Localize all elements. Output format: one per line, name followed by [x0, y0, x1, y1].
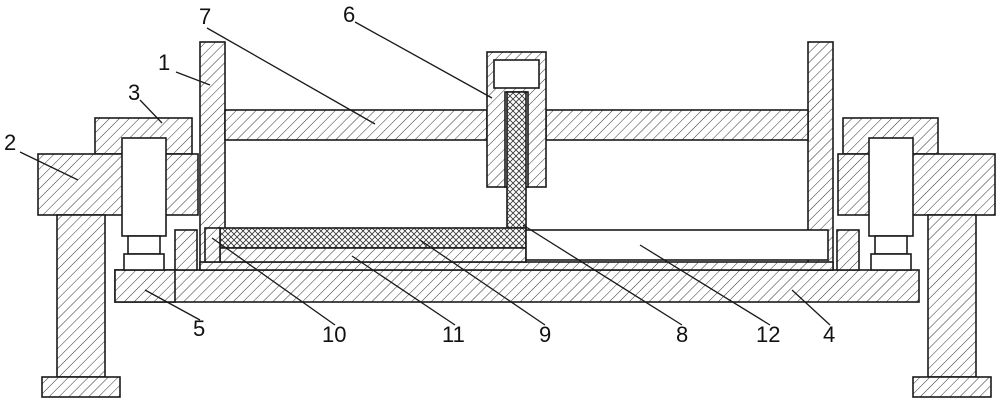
- leader-6: [354, 21, 493, 99]
- top-caps: [94, 117, 939, 155]
- left-cylinder: [121, 137, 167, 271]
- lower-plate: [219, 247, 527, 263]
- label-8: 8: [676, 322, 688, 347]
- leader-3: [139, 99, 163, 124]
- label-11: 11: [442, 322, 465, 347]
- vertical-rod: [506, 91, 527, 229]
- label-1: 1: [158, 50, 170, 75]
- leader-9: [419, 239, 546, 326]
- leader-11: [351, 255, 456, 326]
- end-block: [204, 227, 221, 263]
- leader-10: [211, 237, 336, 326]
- label-2: 2: [4, 130, 16, 155]
- leader-7: [206, 27, 376, 125]
- label-6: 6: [343, 2, 355, 27]
- label-7: 7: [199, 4, 211, 29]
- label-10: 10: [322, 322, 346, 347]
- mesh-arm: [219, 227, 527, 249]
- leader-8: [522, 224, 683, 326]
- label-9: 9: [539, 322, 551, 347]
- leader-1: [175, 71, 211, 86]
- legs: [41, 214, 992, 398]
- label-5: 5: [193, 316, 205, 341]
- side-brackets: [37, 153, 996, 216]
- plain-slab: [525, 229, 829, 261]
- leader-4: [791, 289, 831, 326]
- right-cylinder: [868, 137, 914, 271]
- left-support-block: [114, 269, 176, 303]
- leader-12: [639, 244, 771, 326]
- label-3: 3: [128, 80, 140, 105]
- base-plate: [114, 229, 920, 303]
- leader-5: [144, 289, 201, 321]
- leader-lines: [19, 21, 831, 326]
- crossbar: [224, 109, 809, 141]
- part-labels: 1 2 3 4 5 6 7 8 9 10 11 12: [4, 2, 835, 347]
- leader-2: [19, 151, 79, 181]
- label-4: 4: [823, 322, 835, 347]
- label-12: 12: [756, 322, 780, 347]
